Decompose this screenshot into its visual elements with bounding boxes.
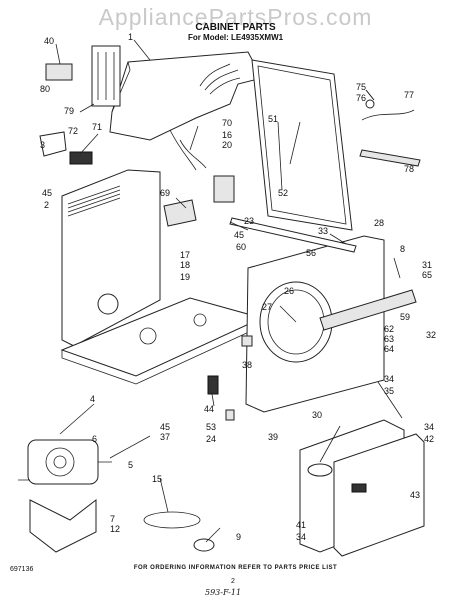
top-panel xyxy=(109,51,263,141)
callout-labels: 40 1 80 79 3 72 71 45 2 70 16 20 51 75 7… xyxy=(40,32,436,542)
callout-45-lower: 45 xyxy=(160,422,170,432)
power-cord xyxy=(361,109,415,121)
callout-18: 18 xyxy=(180,260,190,270)
callout-20: 20 xyxy=(222,140,232,150)
terminal-block xyxy=(45,63,73,81)
callout-80: 80 xyxy=(40,84,50,94)
leveling-leg xyxy=(207,375,219,395)
callout-16: 16 xyxy=(222,130,232,140)
callout-17: 17 xyxy=(180,250,190,260)
callout-65: 65 xyxy=(422,270,432,280)
callout-35: 35 xyxy=(384,386,394,396)
callout-41: 41 xyxy=(296,520,306,530)
callout-34-bottom: 34 xyxy=(296,532,306,542)
callout-70: 70 xyxy=(222,118,232,128)
lint-screen-housing xyxy=(319,289,417,331)
door-seal xyxy=(307,463,333,477)
callout-72: 72 xyxy=(68,126,78,136)
callout-3-left: 3 xyxy=(40,140,45,150)
callout-33: 33 xyxy=(318,226,328,236)
callout-39: 39 xyxy=(268,432,278,442)
callout-69: 69 xyxy=(160,188,170,198)
callout-76: 76 xyxy=(356,93,366,103)
callout-8: 8 xyxy=(400,244,405,254)
callout-53: 53 xyxy=(206,422,216,432)
part-53 xyxy=(225,409,235,421)
drive-belt xyxy=(143,511,201,529)
callout-12: 12 xyxy=(110,524,120,534)
side-vents xyxy=(67,185,121,217)
callout-77: 77 xyxy=(404,90,414,100)
callout-1: 1 xyxy=(128,32,133,42)
ordering-note: FOR ORDERING INFORMATION REFER TO PARTS … xyxy=(133,565,338,571)
door-inner-panel xyxy=(333,433,425,557)
control-switch xyxy=(213,175,235,203)
callout-30: 30 xyxy=(312,410,322,420)
wire-harness xyxy=(169,63,241,171)
bracket-72 xyxy=(39,131,67,157)
callout-62: 62 xyxy=(384,324,394,334)
callout-43: 43 xyxy=(410,490,420,500)
callout-37: 37 xyxy=(160,432,170,442)
callout-75: 75 xyxy=(356,82,366,92)
callout-63: 63 xyxy=(384,334,394,344)
cabinet-side-panel xyxy=(61,169,161,347)
callout-31: 31 xyxy=(422,260,432,270)
callout-9: 9 xyxy=(236,532,241,542)
rear-access-panel xyxy=(251,59,353,231)
side-panel-hole xyxy=(97,293,119,315)
callout-6: 6 xyxy=(92,434,97,444)
callout-59: 59 xyxy=(400,312,410,322)
callout-44: 44 xyxy=(204,404,214,414)
callout-45-left: 45 xyxy=(42,188,52,198)
callout-24: 24 xyxy=(206,434,216,444)
callout-5: 5 xyxy=(128,460,133,470)
bracket-69 xyxy=(163,199,197,227)
callout-78: 78 xyxy=(404,164,414,174)
callout-45-mid: 45 xyxy=(234,230,244,240)
callout-15: 15 xyxy=(152,474,162,484)
callout-52: 52 xyxy=(278,188,288,198)
callout-26: 26 xyxy=(284,286,294,296)
watermark-logo: AppliancePartsPros.com xyxy=(98,4,373,30)
handwritten-note: 593-F-11 xyxy=(205,588,242,597)
callout-27: 27 xyxy=(262,302,272,312)
diagram-code: 697136 xyxy=(10,566,34,573)
callout-32: 32 xyxy=(426,330,436,340)
idler-pulley xyxy=(193,538,215,552)
callout-2: 2 xyxy=(44,200,49,210)
switch-71 xyxy=(69,151,93,165)
callout-60: 60 xyxy=(236,242,246,252)
door-handle xyxy=(351,483,367,493)
callout-34-top: 34 xyxy=(384,374,394,384)
motor-mount xyxy=(29,498,97,553)
callout-64: 64 xyxy=(384,344,394,354)
callout-28: 28 xyxy=(374,218,384,228)
callout-19: 19 xyxy=(180,272,190,282)
callout-38: 38 xyxy=(242,360,252,370)
callout-40: 40 xyxy=(44,36,54,46)
model-subtitle: For Model: LE4935XMW1 xyxy=(187,33,284,42)
callout-79: 79 xyxy=(64,106,74,116)
callout-71: 71 xyxy=(92,122,102,132)
callout-56: 56 xyxy=(306,248,316,258)
page-number: 2 xyxy=(231,578,235,585)
callout-42: 42 xyxy=(424,434,434,444)
strip-78 xyxy=(359,149,421,167)
motor-assembly xyxy=(18,439,112,485)
callout-51: 51 xyxy=(268,114,278,124)
part-38 xyxy=(241,335,253,347)
diagram-title: CABINET PARTS xyxy=(195,22,276,33)
leader-lines xyxy=(55,39,403,543)
callout-4: 4 xyxy=(90,394,95,404)
part-75 xyxy=(365,89,375,101)
part-76 xyxy=(365,99,375,109)
callout-34-right: 34 xyxy=(424,422,434,432)
callout-7: 7 xyxy=(110,514,115,524)
callout-23: 23 xyxy=(244,216,254,226)
